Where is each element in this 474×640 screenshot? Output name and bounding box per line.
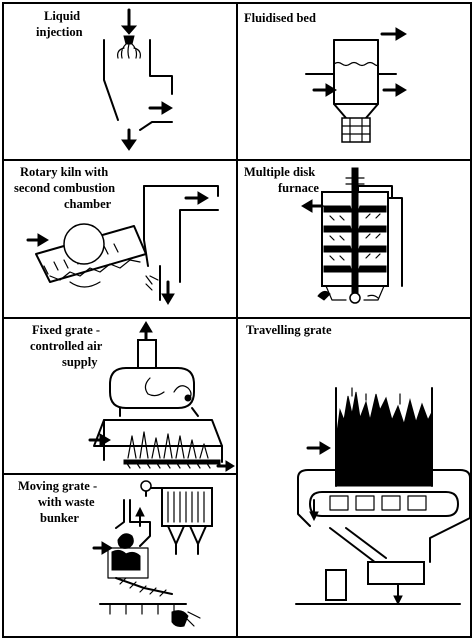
panel-fixed-grate: Fixed grate - controlled air supply bbox=[30, 321, 235, 472]
flames bbox=[127, 431, 209, 459]
panel-fluidised-bed: Fluidised bed bbox=[244, 11, 407, 143]
moving-grate-label: Moving grate - with waste bunker bbox=[18, 479, 100, 525]
fixed-grate-label: Fixed grate - controlled air supply bbox=[30, 323, 105, 369]
panel-multiple-disk-furnace: Multiple disk furnace bbox=[244, 165, 403, 304]
panel-travelling-grate: Travelling grate bbox=[246, 323, 471, 606]
panel-liquid-injection: Liquid injection bbox=[36, 8, 173, 151]
fluidised-bed-drawing bbox=[305, 27, 407, 143]
panel-moving-grate: Moving grate - with waste bunker bbox=[18, 479, 213, 627]
travelling-grate-label: Travelling grate bbox=[246, 323, 332, 337]
panel-rotary-kiln: Rotary kiln with second combustion chamb… bbox=[14, 165, 219, 305]
travelling-grate-drawing bbox=[295, 387, 471, 606]
rotary-kiln-label: Rotary kiln with second combustion chamb… bbox=[14, 165, 118, 211]
liquid-injection-drawing bbox=[103, 8, 173, 151]
fluidised-bed-label: Fluidised bed bbox=[244, 11, 316, 25]
moving-grate-drawing bbox=[92, 480, 213, 627]
rotary-kiln-drawing bbox=[26, 185, 219, 305]
multiple-disk-furnace-drawing bbox=[301, 167, 403, 304]
liquid-injection-label: Liquid injection bbox=[36, 9, 83, 39]
multiple-disk-furnace-label: Multiple disk furnace bbox=[244, 165, 319, 195]
fixed-grate-drawing bbox=[88, 321, 235, 472]
hearth-disks bbox=[323, 205, 387, 273]
